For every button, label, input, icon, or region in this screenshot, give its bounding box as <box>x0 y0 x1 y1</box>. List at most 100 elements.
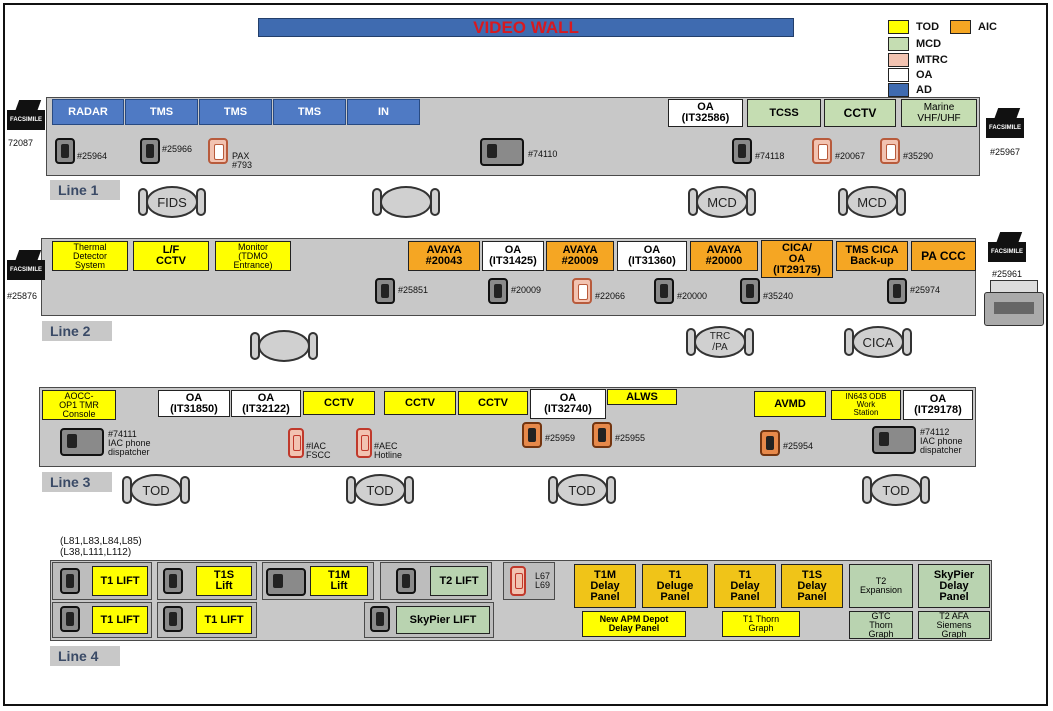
diagram-frame <box>3 3 1048 706</box>
line2-lf-cctv: L/F CCTV <box>133 241 209 271</box>
line4-phone <box>60 568 80 594</box>
line1-chair-mcd-2: MCD <box>836 182 908 222</box>
line1-phone-4 <box>480 138 524 166</box>
line4-note: (L81,L83,L84,L85) (L38,L111,L112) <box>60 536 142 558</box>
line2-phone-4 <box>654 278 674 304</box>
line3-chair-tod-4: TOD <box>860 470 932 510</box>
line2-ext-5: #35240 <box>763 291 794 301</box>
line2-chair-1 <box>248 326 320 366</box>
line2-monitor: Monitor (TDMO Entrance) <box>215 241 291 271</box>
line1-phone-1 <box>55 138 75 164</box>
fax-icon: FACSIMILE <box>986 108 1024 144</box>
legend-label-aic: AIC <box>978 21 997 33</box>
line2-ext-4: #20000 <box>677 291 708 301</box>
line1-tms-2: TMS <box>199 99 272 125</box>
line2-chair-trc-pa: TRC /PA <box>684 322 756 362</box>
line3-phone-4 <box>522 422 542 448</box>
line2-phone-2 <box>488 278 508 304</box>
line3-phone-3 <box>356 428 372 458</box>
line2-tms-cica: TMS CICA Back-up <box>836 241 908 271</box>
legend-swatch-oa <box>888 68 909 82</box>
line1-tms-1: TMS <box>125 99 198 125</box>
legend-label-oa: OA <box>916 69 933 81</box>
legend-swatch-mcd <box>888 37 909 51</box>
line3-phone-6 <box>760 430 780 456</box>
line3-cctv-1: CCTV <box>303 391 375 415</box>
line4-t1m-lift: T1M Lift <box>310 566 368 596</box>
line4-t1s-delay-panel: T1S Delay Panel <box>781 564 843 608</box>
line4-t1-deluge-panel: T1 Deluge Panel <box>642 564 708 608</box>
line3-oa-29178: OA (IT29178) <box>903 390 973 420</box>
line3-ext-2: #IAC FSCC <box>306 441 331 460</box>
line4-phone <box>163 606 183 632</box>
line4-t1-delay-panel: T1 Delay Panel <box>714 564 776 608</box>
line4-label: Line 4 <box>50 646 120 666</box>
line2-chair-cica: CICA <box>842 322 914 362</box>
line3-phone-7 <box>872 426 916 454</box>
line4-new-apm-depot: New APM Depot Delay Panel <box>582 611 686 637</box>
line1-ext-7: #35290 <box>903 151 934 161</box>
line4-t2-lift: T2 LIFT <box>430 566 488 596</box>
line4-skypier-lift: SkyPier LIFT <box>396 606 490 634</box>
line4-phone <box>396 568 416 594</box>
line3-ext-6: #25954 <box>783 441 814 451</box>
line3-avmd: AVMD <box>754 391 826 417</box>
line4-phone <box>163 568 183 594</box>
fax-icon: FACSIMILE <box>988 232 1026 268</box>
line1-marine: Marine VHF/UHF <box>901 99 977 127</box>
line1-label: Line 1 <box>50 180 120 200</box>
line3-ext-1: #74111 IAC phone dispatcher <box>108 429 151 457</box>
line3-cctv-2: CCTV <box>384 391 456 415</box>
line2-ext-1: #25851 <box>398 285 429 295</box>
line3-phone-2 <box>288 428 304 458</box>
line4-t1s-lift: T1S Lift <box>196 566 252 596</box>
line2-oa-31425: OA (IT31425) <box>482 241 544 271</box>
line1-phone-2 <box>140 138 160 164</box>
line2-ext-6: #25974 <box>910 285 941 295</box>
line1-ext-4: #74110 <box>528 149 558 159</box>
fax-icon: FACSIMILE <box>7 100 45 136</box>
line1-chair-fids: FIDS <box>136 182 208 222</box>
legend-swatch-aic <box>950 20 971 34</box>
legend-swatch-ad <box>888 83 909 97</box>
line2-cica-oa: CICA/ OA (IT29175) <box>761 240 833 278</box>
line1-ext-2: #25966 <box>162 144 193 154</box>
line1-radar: RADAR <box>52 99 124 125</box>
line1-tms-3: TMS <box>273 99 346 125</box>
line1-phone-6 <box>812 138 832 164</box>
line3-ext-5: #25955 <box>615 433 646 443</box>
line4-l67-phone <box>510 566 526 596</box>
line1-cctv: CCTV <box>824 99 896 127</box>
line2-pa-ccc: PA CCC <box>911 241 976 271</box>
line1-ext-6: #20067 <box>835 151 866 161</box>
line2-phone-5 <box>740 278 760 304</box>
line3-oa-32740: OA (IT32740) <box>530 389 606 419</box>
line3-alws: ALWS <box>607 389 677 405</box>
fax-ext-1r: #25967 <box>990 147 1021 157</box>
fax-ext-2r: #25961 <box>992 269 1023 279</box>
line3-ext-3: #AEC Hotline <box>374 441 403 460</box>
line4-phone <box>370 606 390 632</box>
line4-t2-expansion: T2 Expansion <box>849 564 913 608</box>
line2-thermal: Thermal Detector System <box>52 241 128 271</box>
line3-oa-32122: OA (IT32122) <box>231 390 301 417</box>
line4-t1m-delay-panel: T1M Delay Panel <box>574 564 636 608</box>
legend-label-ad: AD <box>916 84 932 96</box>
line1-chair-2 <box>370 182 442 222</box>
line2-ext-2: #20009 <box>511 285 542 295</box>
line4-t1-lift-3: T1 LIFT <box>196 606 252 634</box>
line2-oa-31360: OA (IT31360) <box>617 241 687 271</box>
line1-ext-3: PAX #793 <box>232 151 253 170</box>
line4-l67-label: L67 L69 <box>535 571 551 590</box>
line1-chair-mcd-1: MCD <box>686 182 758 222</box>
line4-t1-lift-2: T1 LIFT <box>92 606 148 634</box>
line3-cctv-3: CCTV <box>458 391 528 415</box>
line3-aocc: AOCC- OP1 TMR Console <box>42 390 116 420</box>
line1-ext-1: #25964 <box>77 151 108 161</box>
line3-ext-4: #25959 <box>545 433 576 443</box>
line4-phone <box>60 606 80 632</box>
line2-avaya-20009: AVAYA #20009 <box>546 241 614 271</box>
line1-phone-7 <box>880 138 900 164</box>
printer-icon <box>984 280 1044 328</box>
legend-label-mtrc: MTRC <box>916 54 948 66</box>
